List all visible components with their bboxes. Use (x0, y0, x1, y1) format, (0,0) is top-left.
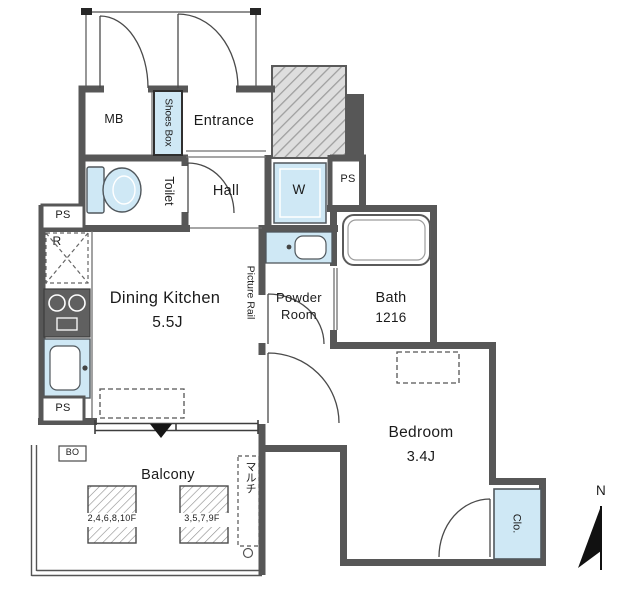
shoes-box (153, 90, 183, 156)
powder-room-label-2: Room (281, 307, 317, 322)
powder-sink (265, 231, 333, 264)
toilet-door (187, 162, 235, 214)
bedroom-door (267, 352, 340, 424)
bo-box (58, 445, 87, 462)
entrance-alcove-outline (85, 11, 257, 88)
multi-outlet-box (237, 455, 260, 559)
door-swings (99, 13, 491, 558)
mb-door (99, 15, 149, 89)
opening-direction-marker (150, 424, 172, 438)
ps-top-label: PS (340, 173, 356, 185)
escape-hatch-symbols (82, 485, 234, 544)
hatch-floors-left-label: 2,4,6,8,10F (87, 513, 137, 523)
balcony-window (94, 420, 259, 434)
bo-label: BO (65, 447, 80, 457)
toilet-fixture (86, 166, 142, 214)
dining-kitchen-size: 5.5J (152, 314, 183, 331)
stove (43, 288, 91, 338)
balcony-railing (30, 445, 262, 577)
closet-box (493, 488, 542, 560)
toilet-room-label: Toilet (162, 176, 176, 206)
entrance-door (177, 13, 239, 89)
ps-boxes (40, 203, 86, 424)
picture-rail-label: Picture Rail (245, 265, 257, 320)
hall-room-label: Hall (212, 183, 240, 199)
bath-size-label: 1216 (375, 310, 407, 325)
thin-lines (91, 92, 338, 418)
bedroom-label: Bedroom (388, 424, 454, 441)
wall-stubs (81, 8, 261, 15)
dining-kitchen-label: Dining Kitchen (109, 289, 221, 307)
kitchen-sink (43, 338, 91, 399)
compass-north-label: N (595, 483, 607, 498)
bath-room-label: Bath (375, 290, 407, 306)
powder-room-door (267, 293, 325, 345)
walls (38, 85, 546, 575)
mb-room-label: MB (104, 112, 124, 126)
balcony-vertical-note: マルチ (244, 461, 256, 494)
structural-shaft-hatched (271, 65, 347, 159)
shoes-box-label: Shoes Box (162, 98, 174, 147)
bathtub (342, 214, 431, 266)
balcony-label: Balcony (141, 467, 195, 483)
north-compass (578, 506, 602, 570)
bedroom-dashed-area (396, 351, 460, 384)
entrance-room-label: Entrance (193, 113, 255, 129)
refrigerator-label: R (52, 234, 62, 248)
wall-block-right-of-shaft (346, 94, 364, 158)
closet-label: Clo. (511, 513, 523, 534)
washing-machine (273, 162, 327, 224)
ps-bottom-label: PS (55, 402, 71, 414)
dk-dashed-area (99, 388, 185, 419)
closet-door (438, 498, 491, 558)
powder-room-label-1: Powder (276, 290, 322, 305)
bedroom-size-label: 3.4J (406, 449, 436, 465)
hatch-floors-right-label: 3,5,7,9F (184, 513, 220, 523)
ps-left-label: PS (55, 209, 71, 221)
washer-label: W (292, 182, 306, 197)
fridge-space (45, 232, 89, 284)
